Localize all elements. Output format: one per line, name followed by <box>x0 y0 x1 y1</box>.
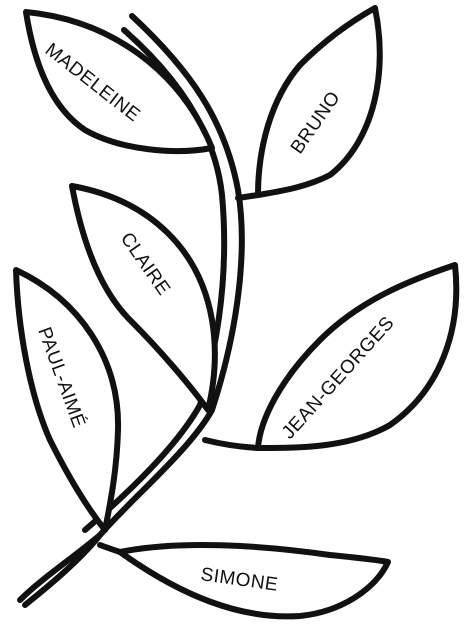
leaf-madeleine: MADELEINE <box>26 12 212 151</box>
leaf-simone: SIMONE <box>120 545 388 616</box>
bruno-petiole <box>238 195 258 198</box>
leaf-bruno: BRUNO <box>258 8 380 195</box>
simone-petiole <box>100 545 120 552</box>
leaf-madeleine-outline <box>26 12 212 151</box>
stem-base <box>25 535 100 605</box>
jean-georges-petiole <box>205 440 258 448</box>
leaf-jean-georges: JEAN-GEORGES <box>258 265 456 448</box>
leaf-paul-aime: PAUL-AIMÉ <box>16 270 118 530</box>
